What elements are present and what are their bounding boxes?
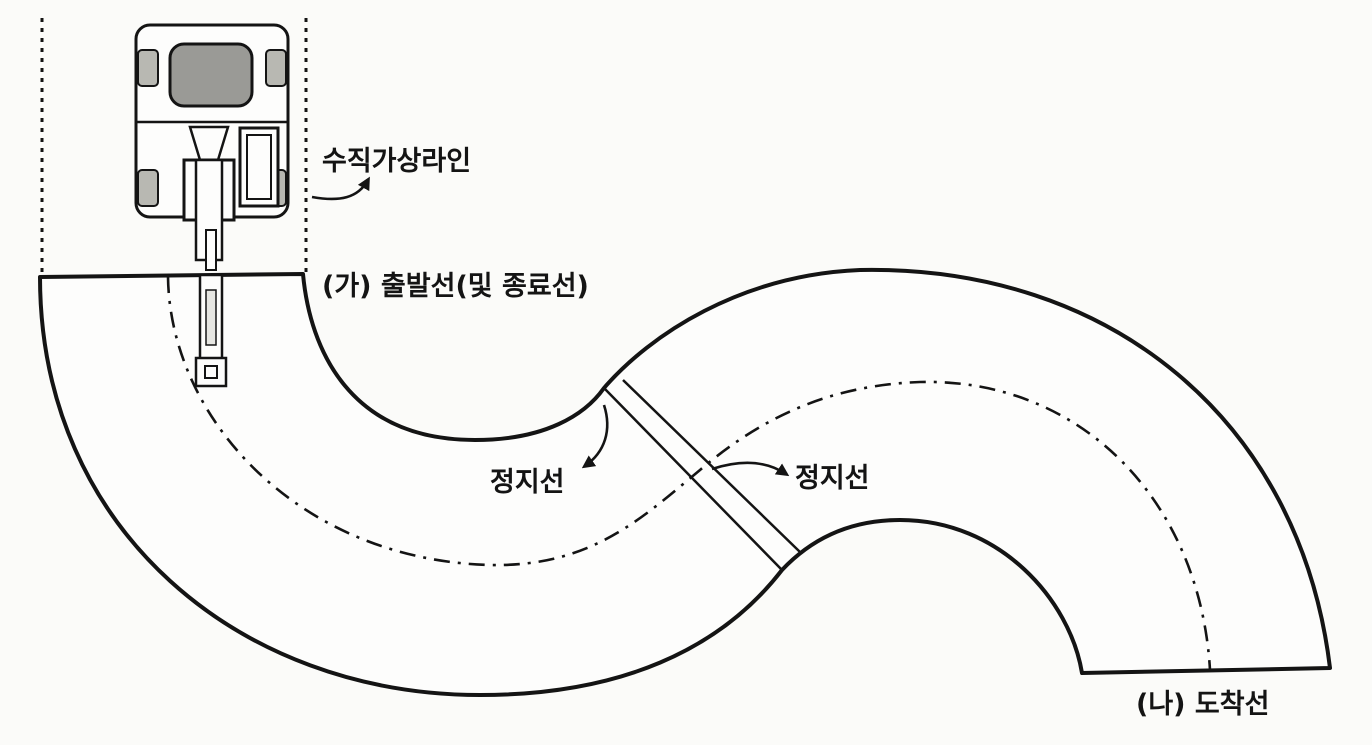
excavator-top-view-icon [134, 23, 290, 388]
stop-line-right-pointer-arrow [711, 461, 790, 477]
vertical-line-pointer-arrow [311, 176, 370, 201]
label-start-line: (가) 출발선(및 종료선) [322, 271, 589, 302]
label-stop-line-left: 정지선 [490, 467, 565, 498]
stop-line-b [622, 379, 801, 553]
label-arrival-line: (나) 도착선 [1136, 689, 1269, 720]
stop-line-left-pointer-arrow [581, 404, 609, 469]
label-stop-line-right: 정지선 [795, 463, 870, 494]
s-course [38, 267, 1332, 697]
label-vertical-virtual-line: 수직가상라인 [322, 146, 471, 177]
course-centerline [166, 276, 1212, 671]
stop-line-a [603, 387, 783, 571]
